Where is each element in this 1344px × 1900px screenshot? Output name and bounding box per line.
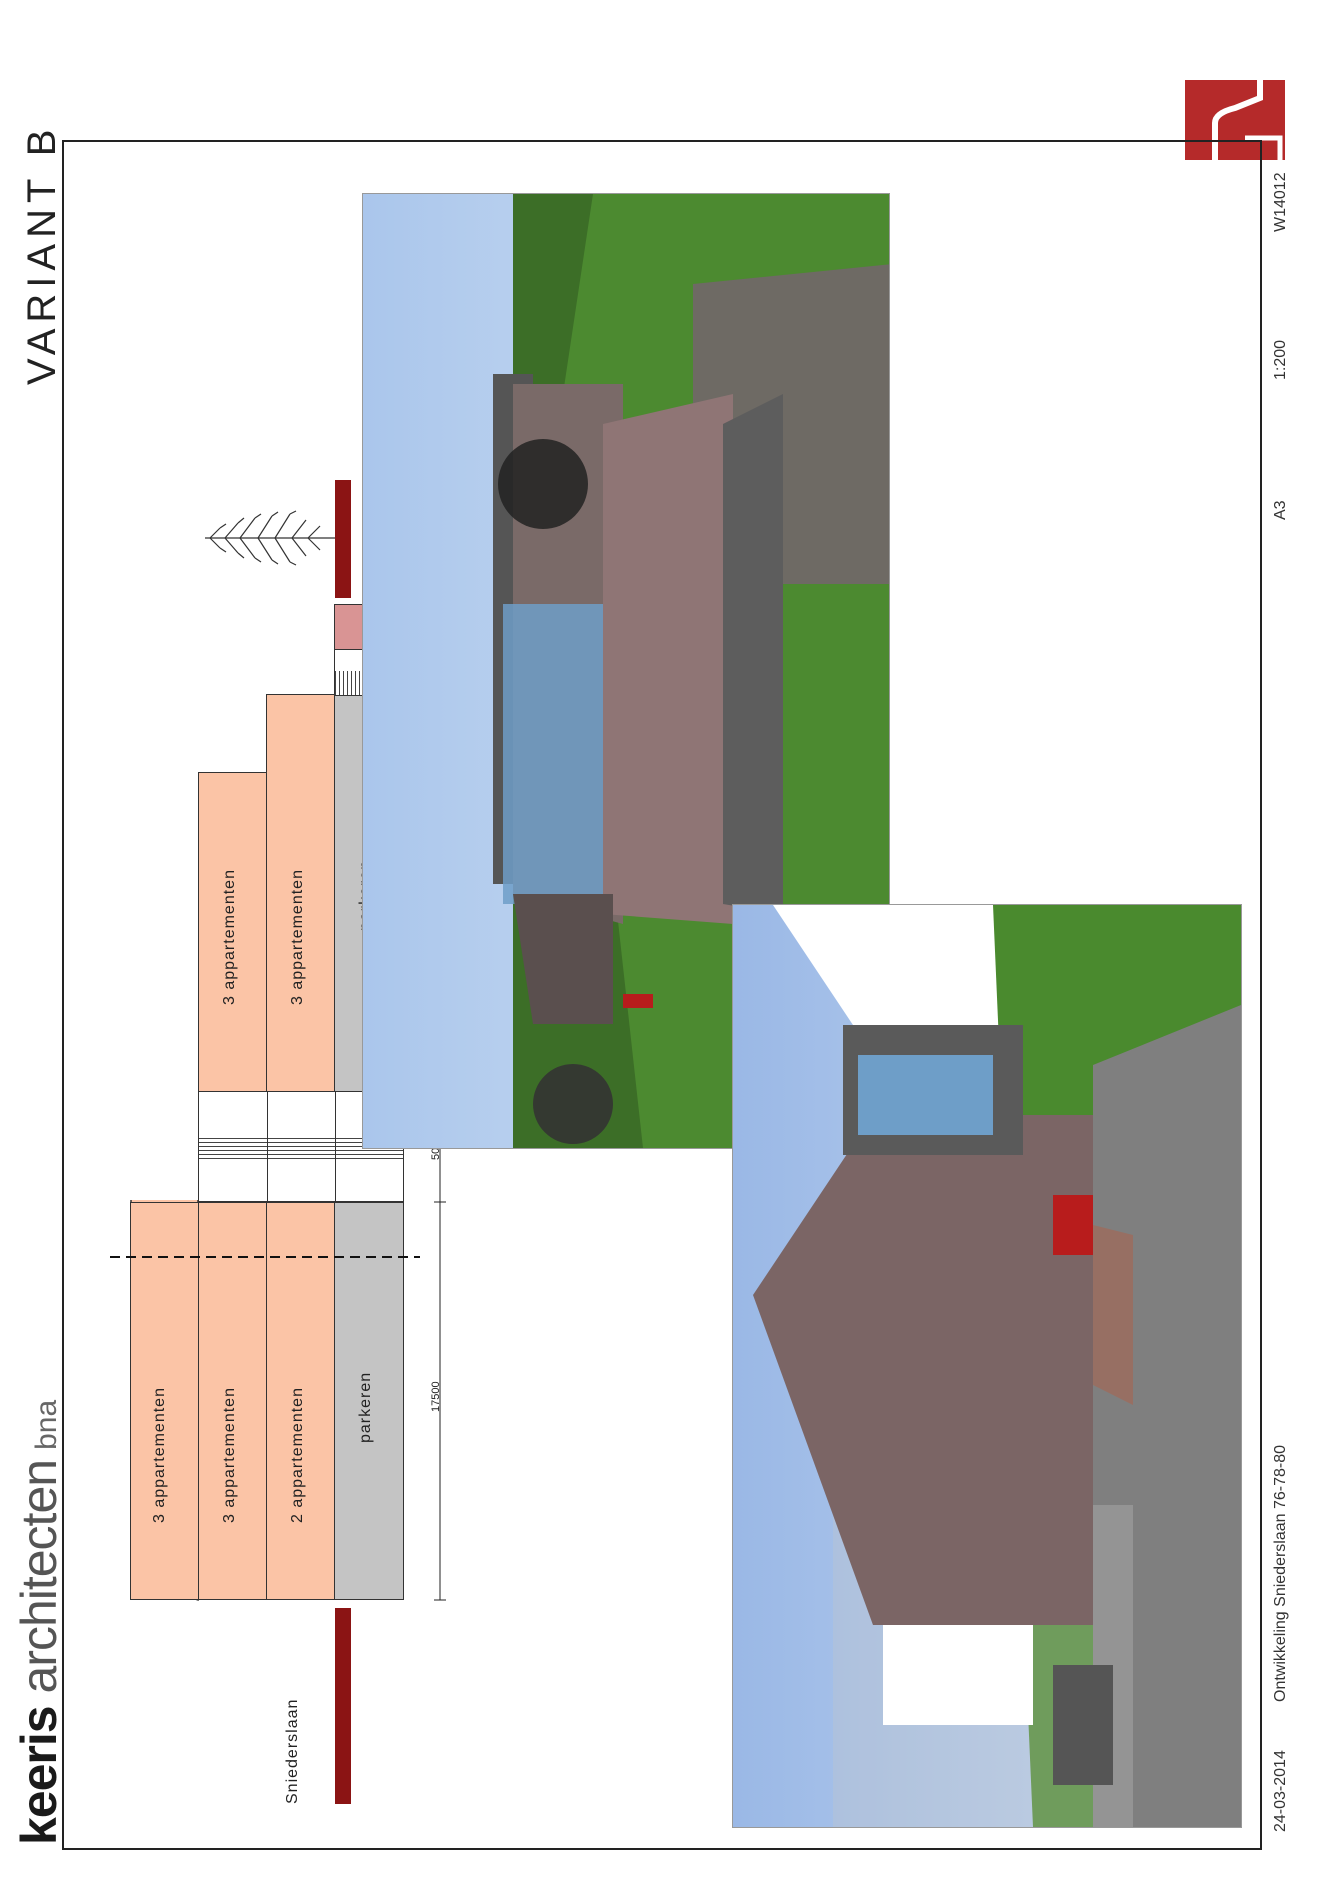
brand-title: keeris architecten bna	[10, 1400, 68, 1845]
dimension-label: 17500	[430, 1381, 442, 1412]
footer-date: 24-03-2014	[1272, 1750, 1289, 1832]
parking-block-left: parkeren	[334, 1202, 404, 1600]
brand-suffix: bna	[30, 1399, 63, 1450]
variant-label: VARIANT B	[20, 123, 64, 385]
footer-scale: 1:200	[1272, 339, 1289, 380]
ground-line-left	[335, 1608, 351, 1804]
street-label: Sniederslaan	[284, 1698, 301, 1804]
apartment-label: 2 appartementen	[289, 1387, 306, 1523]
render-view-north	[362, 193, 890, 1149]
brand-name-bold: keeris	[11, 1706, 67, 1845]
apartment-block-right-low: 3 appartementen	[266, 694, 336, 1092]
apartment-label: 3 appartementen	[151, 1387, 168, 1523]
tree-icon	[205, 510, 335, 566]
apartment-block-left-low: 2 appartementen	[266, 1202, 336, 1600]
apartment-block-right-top: 3 appartementen	[198, 772, 268, 1092]
render-view-street	[732, 904, 1242, 1828]
parking-label: parkeren	[357, 1371, 374, 1443]
drawing-frame	[62, 140, 1262, 1850]
footer-code: W14012	[1272, 172, 1289, 232]
brand-name-light: architecten	[11, 1459, 67, 1707]
apartment-label: 3 appartementen	[221, 869, 238, 1005]
apartment-block-left-mid: 3 appartementen	[198, 1202, 268, 1600]
ground-line-right	[335, 480, 351, 598]
section-cut-line	[110, 1256, 420, 1258]
footer-format: A3	[1272, 500, 1289, 520]
apartment-label: 3 appartementen	[221, 1387, 238, 1523]
apartment-label: 3 appartementen	[289, 869, 306, 1005]
footer-project: Ontwikkeling Sniederslaan 76-78-80	[1272, 1444, 1289, 1702]
apartment-block-left-top: 3 appartementen	[130, 1202, 200, 1600]
company-logo-icon	[1185, 78, 1290, 168]
